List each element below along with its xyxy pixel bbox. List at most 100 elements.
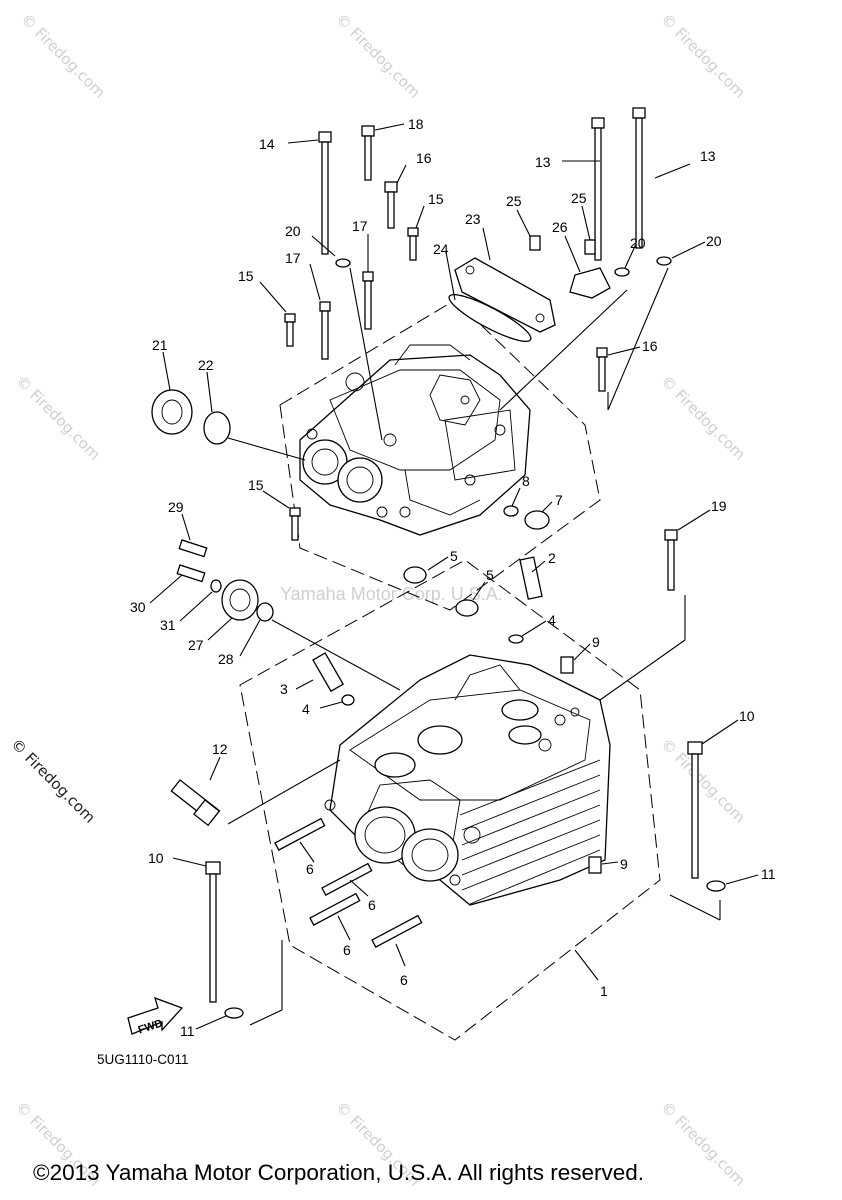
callout-13: 13 bbox=[700, 148, 716, 164]
plate-23 bbox=[454, 257, 556, 333]
callout-16: 16 bbox=[416, 150, 432, 166]
seal-5-lower bbox=[455, 599, 479, 617]
gasket-31 bbox=[210, 579, 222, 593]
bolt-25-left bbox=[529, 235, 541, 251]
o-ring-22 bbox=[203, 411, 231, 445]
fwd-arrow bbox=[127, 996, 184, 1035]
bolt-17-left bbox=[319, 301, 331, 360]
callout-25: 25 bbox=[506, 193, 522, 209]
diagram-code: 5UG1110-C011 bbox=[97, 1052, 189, 1067]
callout-7: 7 bbox=[555, 492, 563, 508]
bolt-18 bbox=[361, 125, 375, 181]
callout-19: 19 bbox=[711, 498, 727, 514]
cover-27 bbox=[221, 579, 259, 621]
callout-10: 10 bbox=[739, 708, 755, 724]
callout-4: 4 bbox=[548, 612, 556, 628]
clip-4-right bbox=[508, 634, 524, 644]
cylinder-head-cover bbox=[299, 344, 531, 536]
callout-27: 27 bbox=[188, 637, 204, 653]
spark-plug-12 bbox=[170, 779, 221, 827]
washer-20-right bbox=[656, 256, 672, 266]
bolt-14 bbox=[318, 131, 332, 255]
callout-22: 22 bbox=[198, 357, 214, 373]
callout-5: 5 bbox=[450, 548, 458, 564]
clip-4-left bbox=[341, 694, 355, 706]
bolt-13-right bbox=[632, 107, 646, 249]
cylinder-head bbox=[324, 654, 611, 906]
callout-15: 15 bbox=[428, 191, 444, 207]
bolt-17-right bbox=[362, 271, 374, 330]
stud-6-c bbox=[309, 892, 361, 926]
head-outline bbox=[239, 559, 661, 1041]
callout-2: 2 bbox=[548, 550, 556, 566]
callout-20: 20 bbox=[630, 235, 646, 251]
bolt-13-left bbox=[591, 117, 605, 261]
callout-24: 24 bbox=[433, 241, 449, 257]
center-watermark: Yamaha Motor Corp. U.S.A. bbox=[280, 584, 503, 604]
callout-23: 23 bbox=[465, 211, 481, 227]
callout-28: 28 bbox=[218, 651, 234, 667]
bolt-10-right bbox=[687, 741, 703, 879]
callout-11: 11 bbox=[761, 866, 776, 882]
cap-21 bbox=[151, 389, 193, 435]
dowel-9-lower bbox=[588, 856, 602, 874]
callout-5: 5 bbox=[486, 567, 494, 583]
bolt-16-right bbox=[596, 347, 608, 392]
bolt-19 bbox=[664, 529, 678, 591]
plug-7 bbox=[524, 510, 550, 530]
seal-5-upper bbox=[403, 566, 427, 584]
callout-16: 16 bbox=[642, 338, 658, 354]
copyright-notice: ©2013 Yamaha Motor Corporation, U.S.A. A… bbox=[33, 1160, 645, 1185]
callout-26: 26 bbox=[552, 219, 568, 235]
callout-30: 30 bbox=[130, 599, 146, 615]
callout-17: 17 bbox=[285, 250, 301, 266]
washer-20-mid bbox=[614, 267, 630, 277]
bolt-15-left bbox=[284, 313, 296, 347]
o-ring-28 bbox=[256, 602, 274, 622]
callout-20: 20 bbox=[706, 233, 722, 249]
callout-18: 18 bbox=[408, 116, 424, 132]
callout-4: 4 bbox=[302, 701, 310, 717]
bolt-30 bbox=[176, 564, 206, 583]
callout-20: 20 bbox=[285, 223, 301, 239]
bolt-25-right bbox=[584, 239, 596, 255]
callout-12: 12 bbox=[212, 741, 228, 757]
callout-15: 15 bbox=[248, 477, 264, 493]
callout-17: 17 bbox=[352, 218, 368, 234]
washer-20-left bbox=[335, 258, 351, 268]
bolt-15-lower bbox=[289, 507, 301, 541]
bolt-10-left bbox=[205, 861, 221, 1003]
clip-26 bbox=[569, 267, 611, 299]
stud-6-b bbox=[321, 862, 373, 896]
callout-13: 13 bbox=[535, 154, 551, 170]
callout-15: 15 bbox=[238, 268, 254, 284]
callout-9: 9 bbox=[620, 856, 628, 872]
callout-21: 21 bbox=[152, 337, 168, 353]
valve-guide-2 bbox=[519, 556, 543, 600]
callout-6: 6 bbox=[343, 942, 351, 958]
callout-8: 8 bbox=[522, 473, 530, 489]
leader-lines bbox=[149, 123, 759, 1030]
bolt-15-upper bbox=[407, 227, 419, 261]
callout-31: 31 bbox=[160, 617, 176, 633]
callout-25: 25 bbox=[571, 190, 587, 206]
bolt-16-upper bbox=[384, 181, 398, 229]
callout-6: 6 bbox=[306, 861, 314, 877]
callout-11: 11 bbox=[180, 1023, 195, 1039]
bolt-29 bbox=[178, 539, 208, 558]
stud-6-a bbox=[274, 817, 326, 851]
callout-1: 1 bbox=[600, 983, 608, 999]
gasket-24 bbox=[448, 294, 532, 342]
stud-6-d bbox=[371, 914, 423, 948]
callout-14: 14 bbox=[259, 136, 275, 152]
callout-10: 10 bbox=[148, 850, 164, 866]
callout-labels: 14 18 16 15 13 13 20 17 17 15 23 25 25 2… bbox=[130, 116, 776, 1039]
callout-6: 6 bbox=[368, 897, 376, 913]
washer-11-left bbox=[224, 1007, 244, 1019]
washer-11-right bbox=[706, 880, 726, 892]
dowel-9-upper bbox=[560, 656, 574, 674]
callout-6: 6 bbox=[400, 972, 408, 988]
callout-29: 29 bbox=[168, 499, 184, 515]
